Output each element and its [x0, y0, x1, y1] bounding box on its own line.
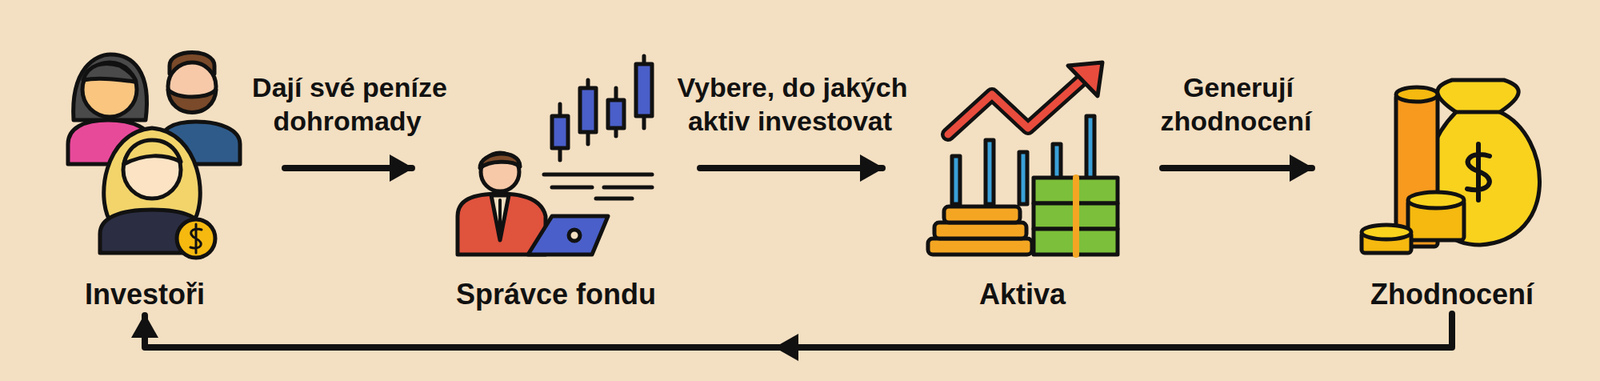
edge-label-box: Generují zhodnocení: [1121, 70, 1354, 138]
process-node: Investoři: [40, 40, 249, 312]
arrow-head: [774, 333, 799, 361]
node-label: Aktiva: [979, 276, 1066, 312]
assets-icon: [928, 62, 1118, 255]
flow-arrow: [284, 164, 412, 172]
node-label: Zhodnocení: [1370, 276, 1534, 312]
edge-label: Vybere, do jakých aktiv investovat: [675, 72, 908, 136]
process-node: Aktiva: [918, 40, 1127, 312]
investors-icon: [68, 52, 240, 259]
edge-label-box: Dají své peníze dohromady: [216, 70, 480, 138]
edge-label: Generují zhodnocení: [1160, 72, 1315, 136]
process-node: Správce fondu: [448, 40, 664, 312]
node-label: Investoři: [84, 276, 205, 312]
flow-arrow: [1162, 164, 1312, 172]
fund-manager-icon: [457, 56, 652, 255]
edge-label-box: Vybere, do jakých aktiv investovat: [643, 70, 940, 138]
process-node: Zhodnocení: [1348, 40, 1556, 312]
return-icon: [1361, 80, 1540, 253]
node-label: Správce fondu: [456, 276, 656, 312]
flow-arrow: [700, 164, 883, 172]
edge-label: Dají své peníze dohromady: [249, 72, 448, 136]
